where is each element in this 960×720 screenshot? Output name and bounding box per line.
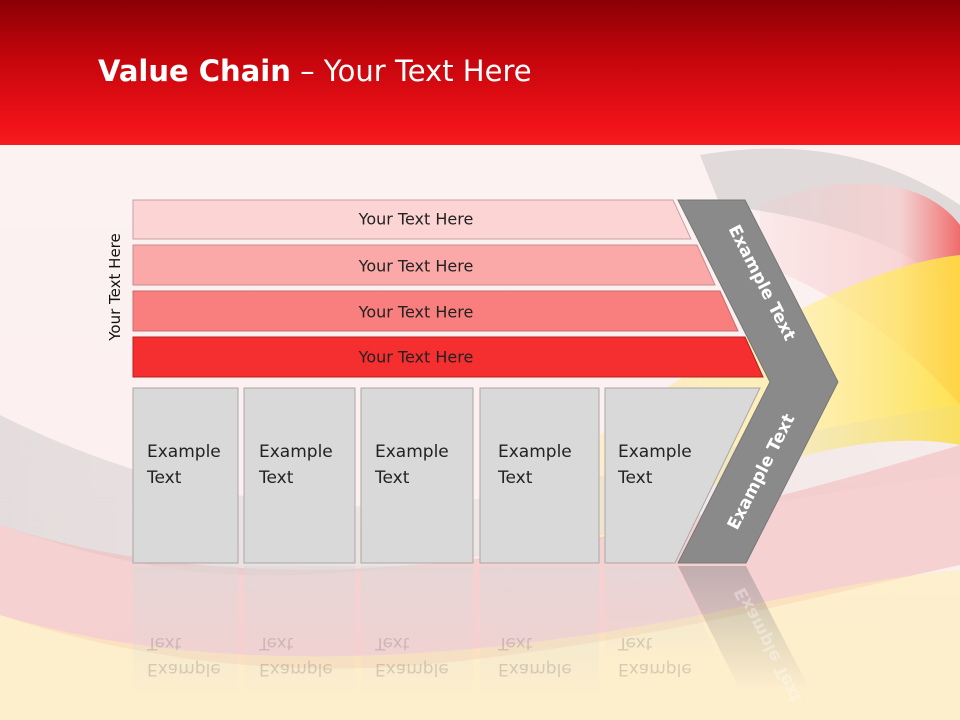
column-1-text-reflection: Example Text xyxy=(147,630,221,682)
title-rest: – Your Text Here xyxy=(290,54,532,88)
column-4-line2: Text xyxy=(498,468,533,488)
column-3-reflection xyxy=(361,566,473,696)
column-5-reflection xyxy=(605,566,720,660)
column-3-text-reflection: Example Text xyxy=(375,630,449,682)
column-4-reflection xyxy=(480,566,599,696)
column-5-text-reflection: Example Text xyxy=(618,630,692,682)
column-3-line2: Text xyxy=(375,468,410,488)
column-3-reflect-line1: Example xyxy=(375,659,449,679)
chevron-reflection xyxy=(678,566,810,690)
column-1-line1: Example xyxy=(147,442,221,462)
column-1-reflect-line2: Text xyxy=(147,633,182,653)
tier-3-label: Your Text Here xyxy=(358,302,474,322)
title-bold: Value Chain xyxy=(98,54,291,88)
tier-4-label: Your Text Here xyxy=(358,347,474,367)
slide-title: Value Chain – Your Text Here xyxy=(98,54,532,88)
column-4-box xyxy=(479,387,600,564)
column-2-text-reflection: Example Text xyxy=(259,630,333,682)
column-2-line1: Example xyxy=(259,442,333,462)
column-4-reflect-line1: Example xyxy=(498,659,572,679)
column-2-box xyxy=(243,387,356,564)
column-1-reflection xyxy=(133,566,238,696)
column-4-text-reflection: Example Text xyxy=(498,630,572,682)
column-3-reflect-line2: Text xyxy=(375,633,410,653)
column-3-line1: Example xyxy=(375,442,449,462)
tier-1-label: Your Text Here xyxy=(358,209,474,229)
column-1-line2: Text xyxy=(147,468,182,488)
tier-2-shape xyxy=(132,244,716,286)
header-band: Value Chain – Your Text Here xyxy=(0,0,960,145)
tier-1-shape xyxy=(132,199,692,240)
column-2-reflect-line1: Example xyxy=(259,659,333,679)
tier-3-shape xyxy=(132,290,739,332)
column-5-line2: Text xyxy=(618,468,653,488)
column-5-line1: Example xyxy=(618,442,692,462)
column-5-box xyxy=(604,387,761,564)
side-label: Your Text Here xyxy=(106,233,124,341)
column-4-reflect-line2: Text xyxy=(498,633,533,653)
column-5-reflect-line2: Text xyxy=(618,633,653,653)
tier-2-label: Your Text Here xyxy=(358,256,474,276)
tier-4-shape xyxy=(132,336,764,378)
column-3-box xyxy=(360,387,474,564)
column-4-line1: Example xyxy=(498,442,572,462)
column-1-reflect-line1: Example xyxy=(147,659,221,679)
column-1-box xyxy=(132,387,239,564)
column-2-reflection xyxy=(244,566,355,696)
column-2-line2: Text xyxy=(259,468,294,488)
column-5-reflect-line1: Example xyxy=(618,659,692,679)
column-2-reflect-line2: Text xyxy=(259,633,294,653)
chevron-shape xyxy=(677,199,839,564)
